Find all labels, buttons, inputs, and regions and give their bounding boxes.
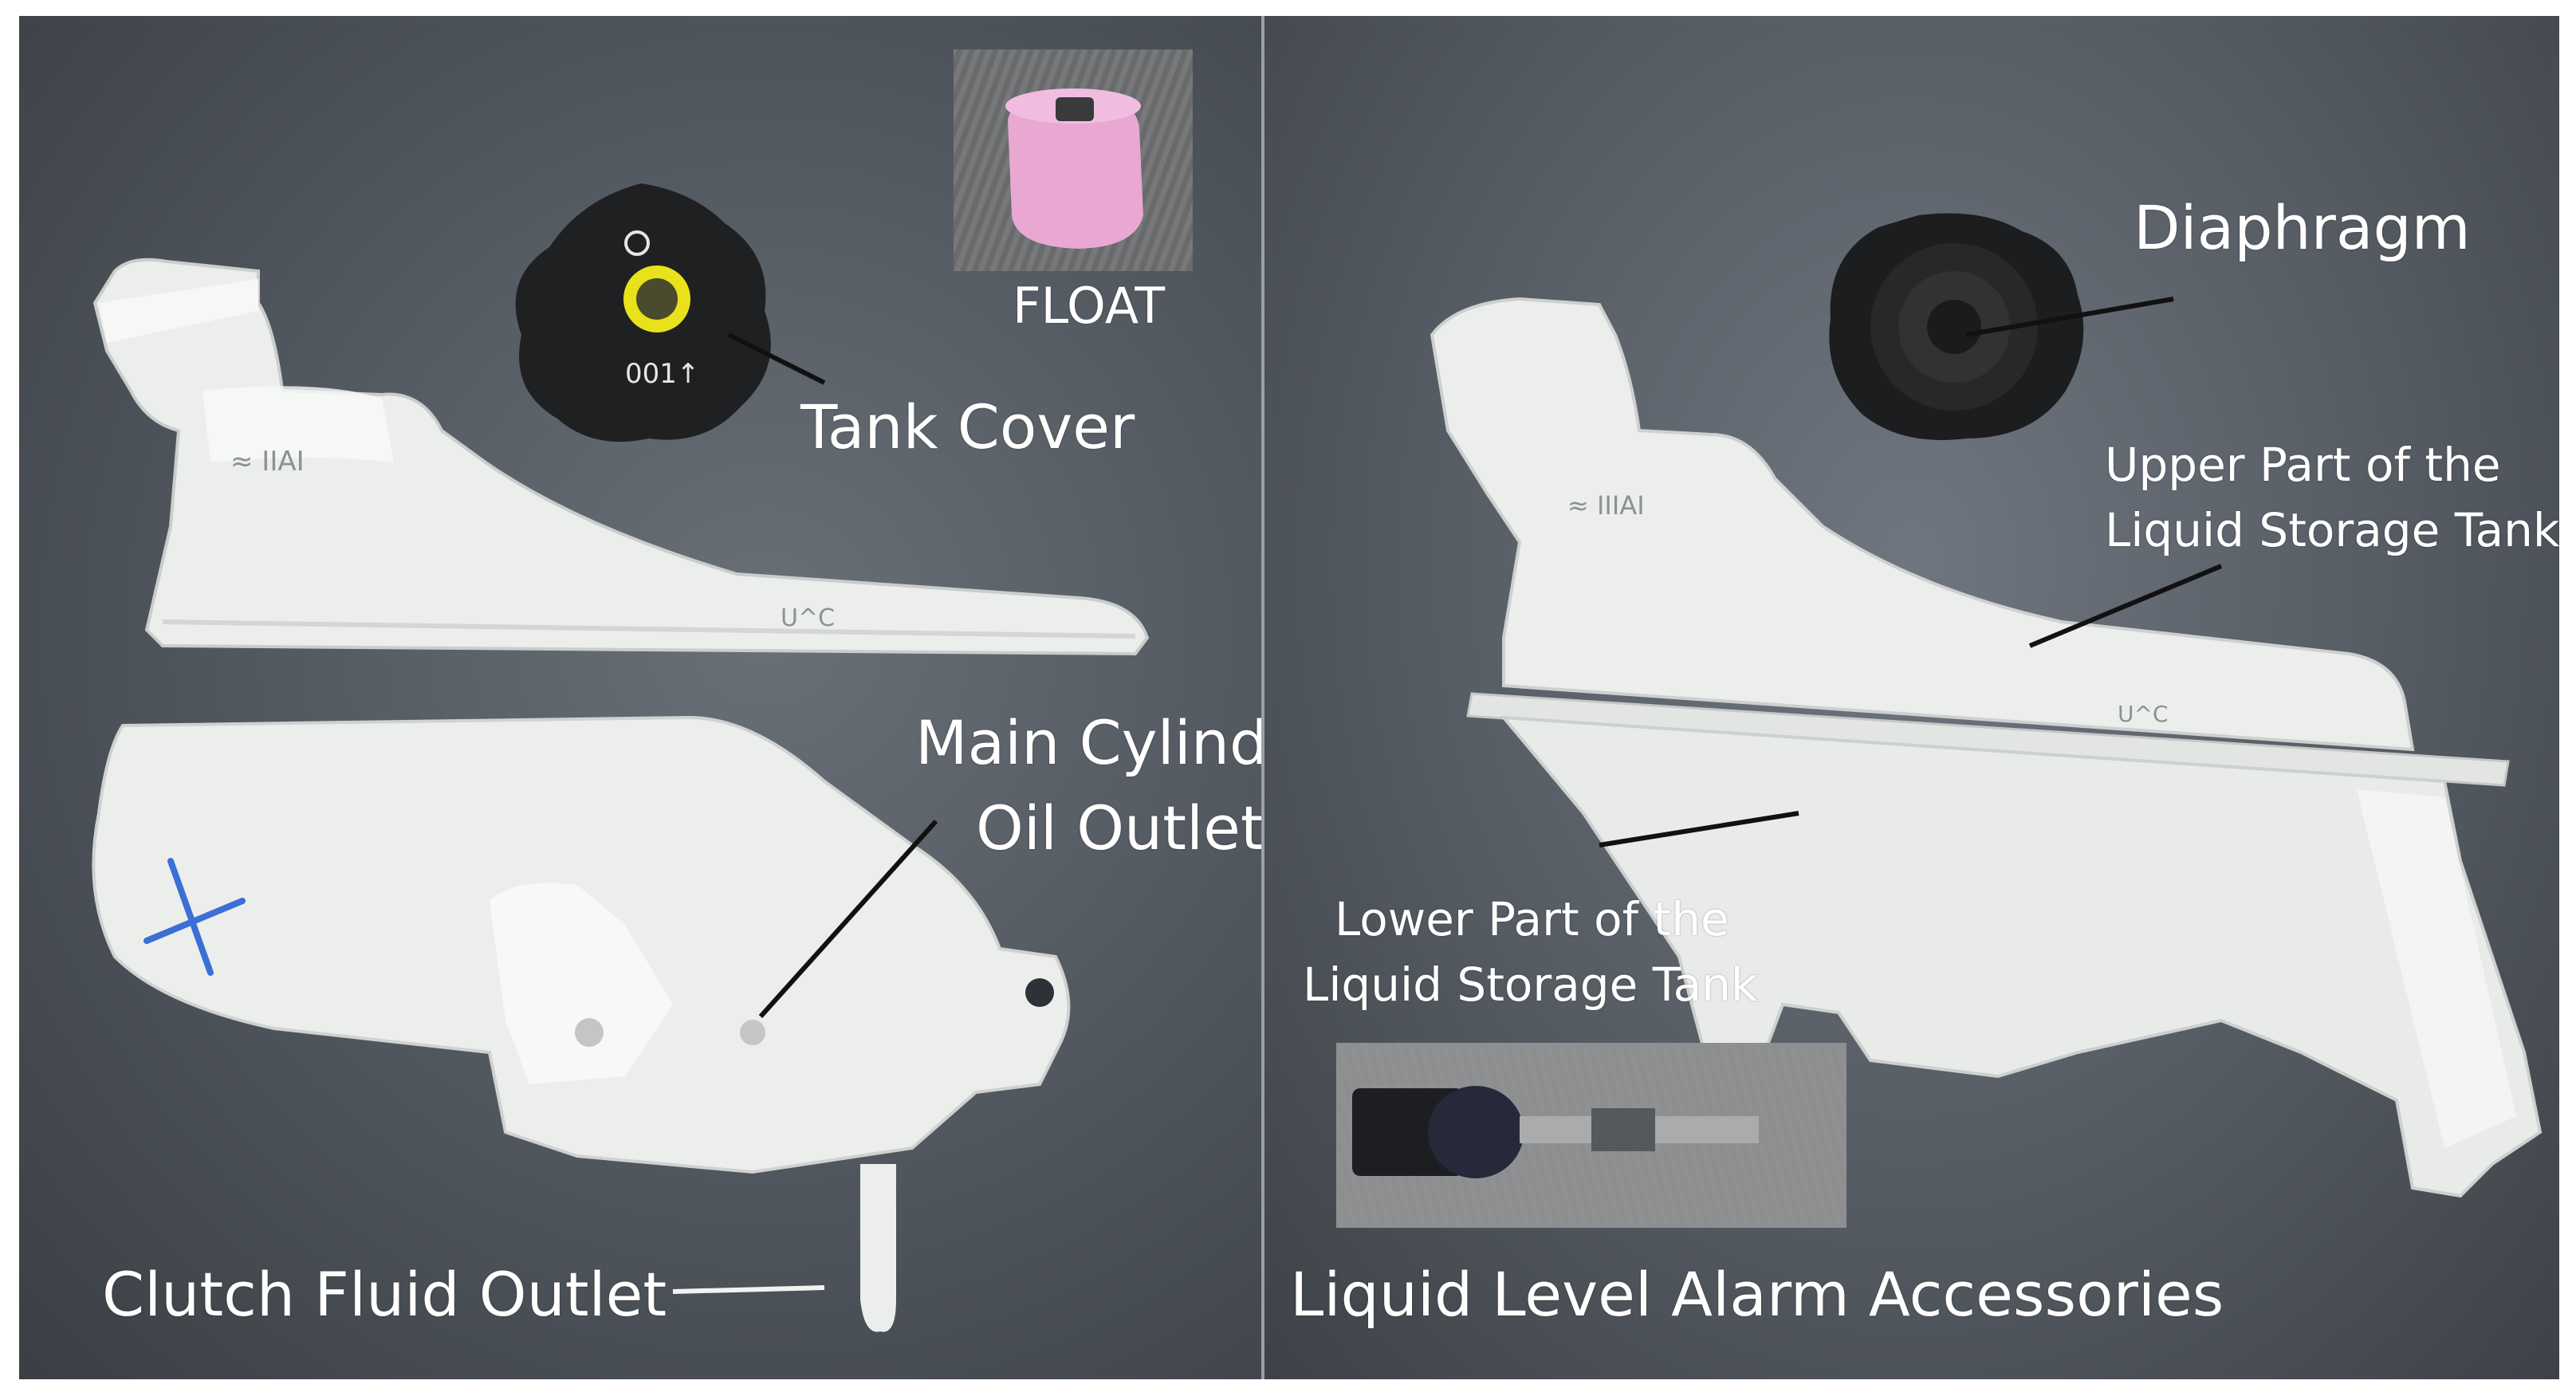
tank-cover-photo: 001↑ [515, 183, 771, 442]
float-inset-photo [954, 49, 1193, 271]
clutch-fluid-outlet-label: Clutch Fluid Outlet [102, 1259, 667, 1330]
diaphragm-pointer [1965, 297, 2174, 337]
lower-part-label-line1: Lower Part of the [1335, 892, 1729, 946]
right-photo-art: ≈ IIIAI U^C [1336, 213, 2543, 1228]
clutch-outlet-pointer [672, 1285, 825, 1294]
float-label: FLOAT [1013, 277, 1166, 335]
upper-tank-part-right: ≈ IIIAI U^C [1430, 297, 2510, 787]
main-cylinder-pointer [758, 819, 938, 1019]
upper-part-label-line1: Upper Part of the [2105, 438, 2501, 492]
svg-text:≈ IIIAI: ≈ IIIAI [1567, 490, 1645, 521]
diaphragm-label: Diaphragm [2134, 192, 2471, 263]
lower-tank-part-left [92, 715, 1071, 1332]
svg-text:U^C: U^C [781, 604, 835, 632]
diaphragm-photo [1829, 213, 2084, 440]
photo-frame: ≈ IIAI U^C 001↑ [19, 16, 2559, 1379]
main-cylinder-label-line2: Oil Outlet [976, 792, 1263, 863]
lower-part-pointer [1599, 811, 1799, 847]
upper-tank-part-left: ≈ IIAI U^C [92, 258, 1150, 656]
svg-text:001↑: 001↑ [625, 358, 699, 390]
right-photo-panel: ≈ IIIAI U^C Diaphragm [1264, 16, 2559, 1379]
panel-divider [1261, 16, 1266, 1379]
upper-part-pointer [2028, 564, 2223, 648]
liquid-level-alarm-label: Liquid Level Alarm Accessories [1290, 1259, 2224, 1330]
svg-text:U^C: U^C [2118, 701, 2169, 727]
main-cylinder-label-line1: Main Cylinder [915, 707, 1263, 778]
lower-tank-part-right [1500, 715, 2543, 1198]
tank-cover-pointer [727, 332, 826, 385]
svg-text:≈ IIAI: ≈ IIAI [230, 446, 305, 478]
upper-part-label-line2: Liquid Storage Tank [2105, 503, 2559, 557]
left-photo-panel: ≈ IIAI U^C 001↑ [19, 16, 1263, 1379]
alarm-accessories-inset-photo [1336, 1043, 1846, 1228]
lower-part-label-line2: Liquid Storage Tank [1303, 958, 1758, 1012]
left-photo-art: ≈ IIAI U^C 001↑ [92, 49, 1193, 1332]
tank-cover-label: Tank Cover [800, 391, 1135, 462]
